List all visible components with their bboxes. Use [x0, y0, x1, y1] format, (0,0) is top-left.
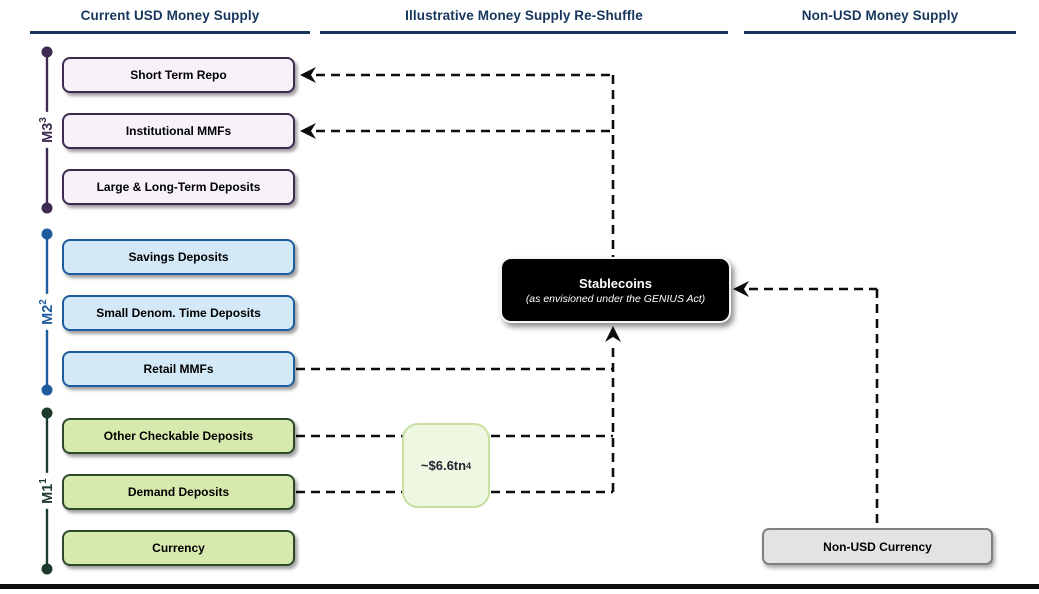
group-label-text: M1	[39, 483, 56, 504]
header-illustrative-reshuffle: Illustrative Money Supply Re-Shuffle	[405, 8, 643, 23]
box-short-term-repo: Short Term Repo	[62, 57, 295, 93]
bottom-rule	[0, 584, 1039, 589]
arrow-left-icon	[300, 123, 316, 139]
arrow-left-icon	[733, 281, 749, 297]
box-non-usd-currency: Non-USD Currency	[762, 528, 993, 565]
box-currency: Currency	[62, 530, 295, 566]
arrow-left-icon	[300, 67, 316, 83]
amount-footnote-sup: 4	[466, 460, 472, 471]
group-label-m1: M11	[37, 473, 57, 509]
box-large-long-term-deposits: Large & Long-Term Deposits	[62, 169, 295, 205]
box-demand-deposits: Demand Deposits	[62, 474, 295, 510]
header-underline	[744, 31, 1016, 34]
box-small-denom-time-deposits: Small Denom. Time Deposits	[62, 295, 295, 331]
box-savings-deposits: Savings Deposits	[62, 239, 295, 275]
group-label-text: M3	[39, 122, 56, 143]
group-label-m3: M33	[37, 112, 57, 148]
header-underline	[30, 31, 310, 34]
box-stablecoins: Stablecoins (as envisioned under the GEN…	[500, 257, 731, 323]
group-label-m2: M22	[37, 294, 57, 330]
group-label-sup: 3	[38, 117, 50, 123]
arrow-up-icon	[605, 326, 621, 342]
header-current-usd-money-supply: Current USD Money Supply	[80, 8, 260, 23]
box-other-checkable-deposits: Other Checkable Deposits	[62, 418, 295, 454]
box-retail-mmfs: Retail MMFs	[62, 351, 295, 387]
group-label-text: M2	[39, 304, 56, 325]
header-non-usd-money-supply: Non-USD Money Supply	[801, 8, 959, 23]
stablecoins-subtitle: (as envisioned under the GENIUS Act)	[525, 292, 706, 305]
amount-value: ~$6.6tn	[420, 458, 467, 473]
stablecoins-title: Stablecoins	[579, 275, 652, 291]
header-underline	[320, 31, 728, 34]
group-label-sup: 2	[38, 299, 50, 305]
group-label-sup: 1	[38, 478, 50, 484]
box-institutional-mmfs: Institutional MMFs	[62, 113, 295, 149]
